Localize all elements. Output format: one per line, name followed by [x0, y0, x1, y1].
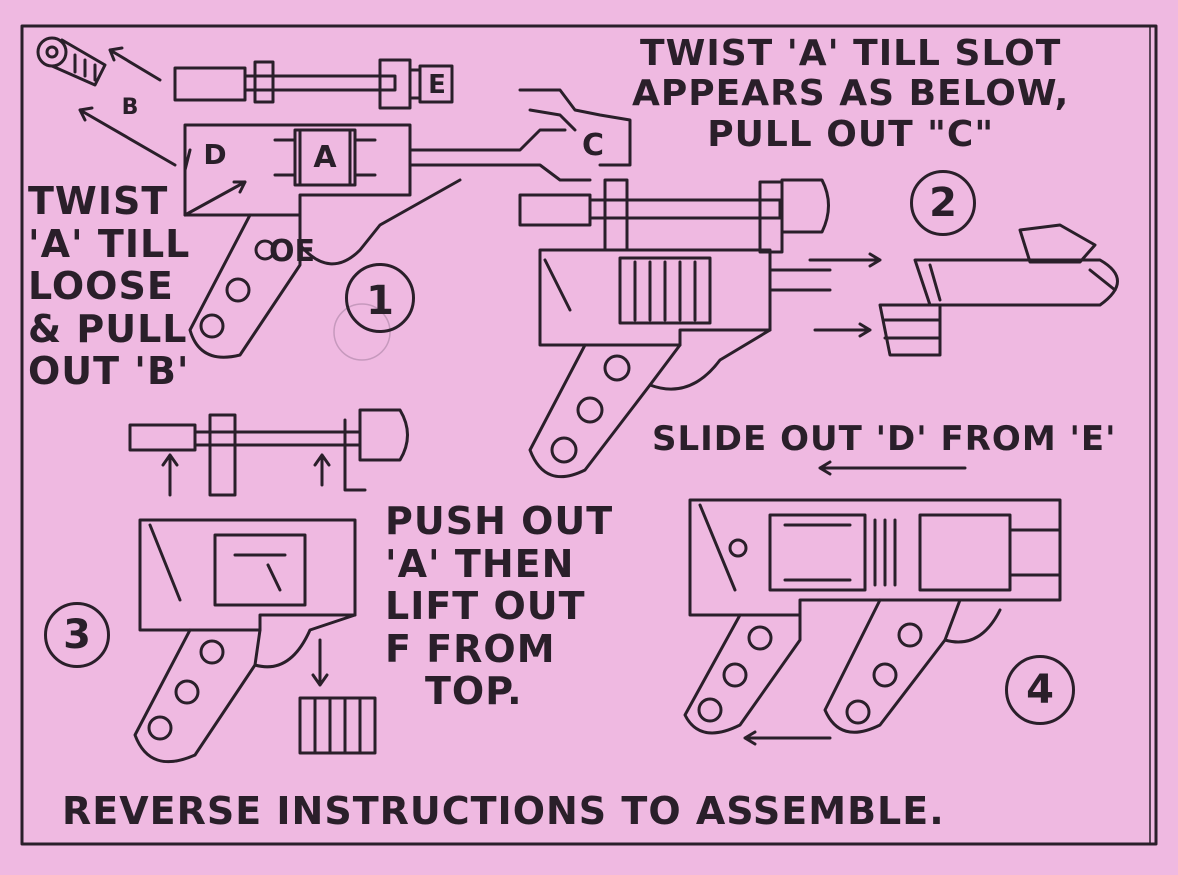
part-label-e: E: [428, 70, 446, 100]
step4-gun-drawing: [683, 460, 1062, 746]
step3-caption-line: PUSH OUT: [385, 499, 614, 543]
step2-gun-drawing: [518, 178, 1119, 479]
part-label-a: A: [313, 140, 337, 175]
step3-caption: PUSH OUT 'A' THEN LIFT OUT F FROM TOP.: [385, 500, 613, 713]
step2-number: 2: [910, 170, 976, 236]
step1-caption-line: 'A' TILL: [28, 221, 191, 266]
step1-number: 1: [345, 263, 415, 333]
step3-gun-drawing: [128, 408, 409, 764]
step4-caption: SLIDE OUT 'D' FROM 'E': [652, 419, 1117, 459]
step1-caption-line: LOOSE: [28, 264, 174, 309]
part-label-e-circle: OE: [269, 234, 315, 269]
step3-caption-line: TOP.: [425, 669, 523, 714]
step3-caption-line: LIFT OUT: [385, 584, 586, 629]
part-label-c: C: [581, 128, 605, 163]
card-border: [20, 24, 1158, 846]
step1-caption-line: OUT 'B': [28, 349, 190, 394]
step1-caption-line: & PULL: [28, 306, 188, 351]
step3-caption-line: 'A' THEN: [385, 541, 575, 586]
step1-caption: TWIST 'A' TILL LOOSE & PULL OUT 'B': [28, 180, 190, 393]
footer-instruction: REVERSE INSTRUCTIONS TO ASSEMBLE.: [62, 789, 945, 833]
step3-number: 3: [44, 602, 110, 668]
step2-caption: TWIST 'A' TILL SLOT APPEARS AS BELOW, PU…: [632, 33, 1070, 155]
step3-caption-line: F FROM: [385, 626, 556, 671]
step2-caption-line: PULL OUT "C": [707, 113, 995, 155]
step1-caption-line: TWIST: [28, 179, 169, 223]
step2-caption-line: APPEARS AS BELOW,: [632, 73, 1070, 115]
step2-caption-line: TWIST 'A' TILL SLOT: [640, 33, 1062, 74]
part-label-b: B: [121, 95, 139, 120]
step4-number: 4: [1005, 655, 1075, 725]
part-label-d: D: [203, 138, 227, 171]
step1-gun-drawing: [36, 36, 632, 361]
